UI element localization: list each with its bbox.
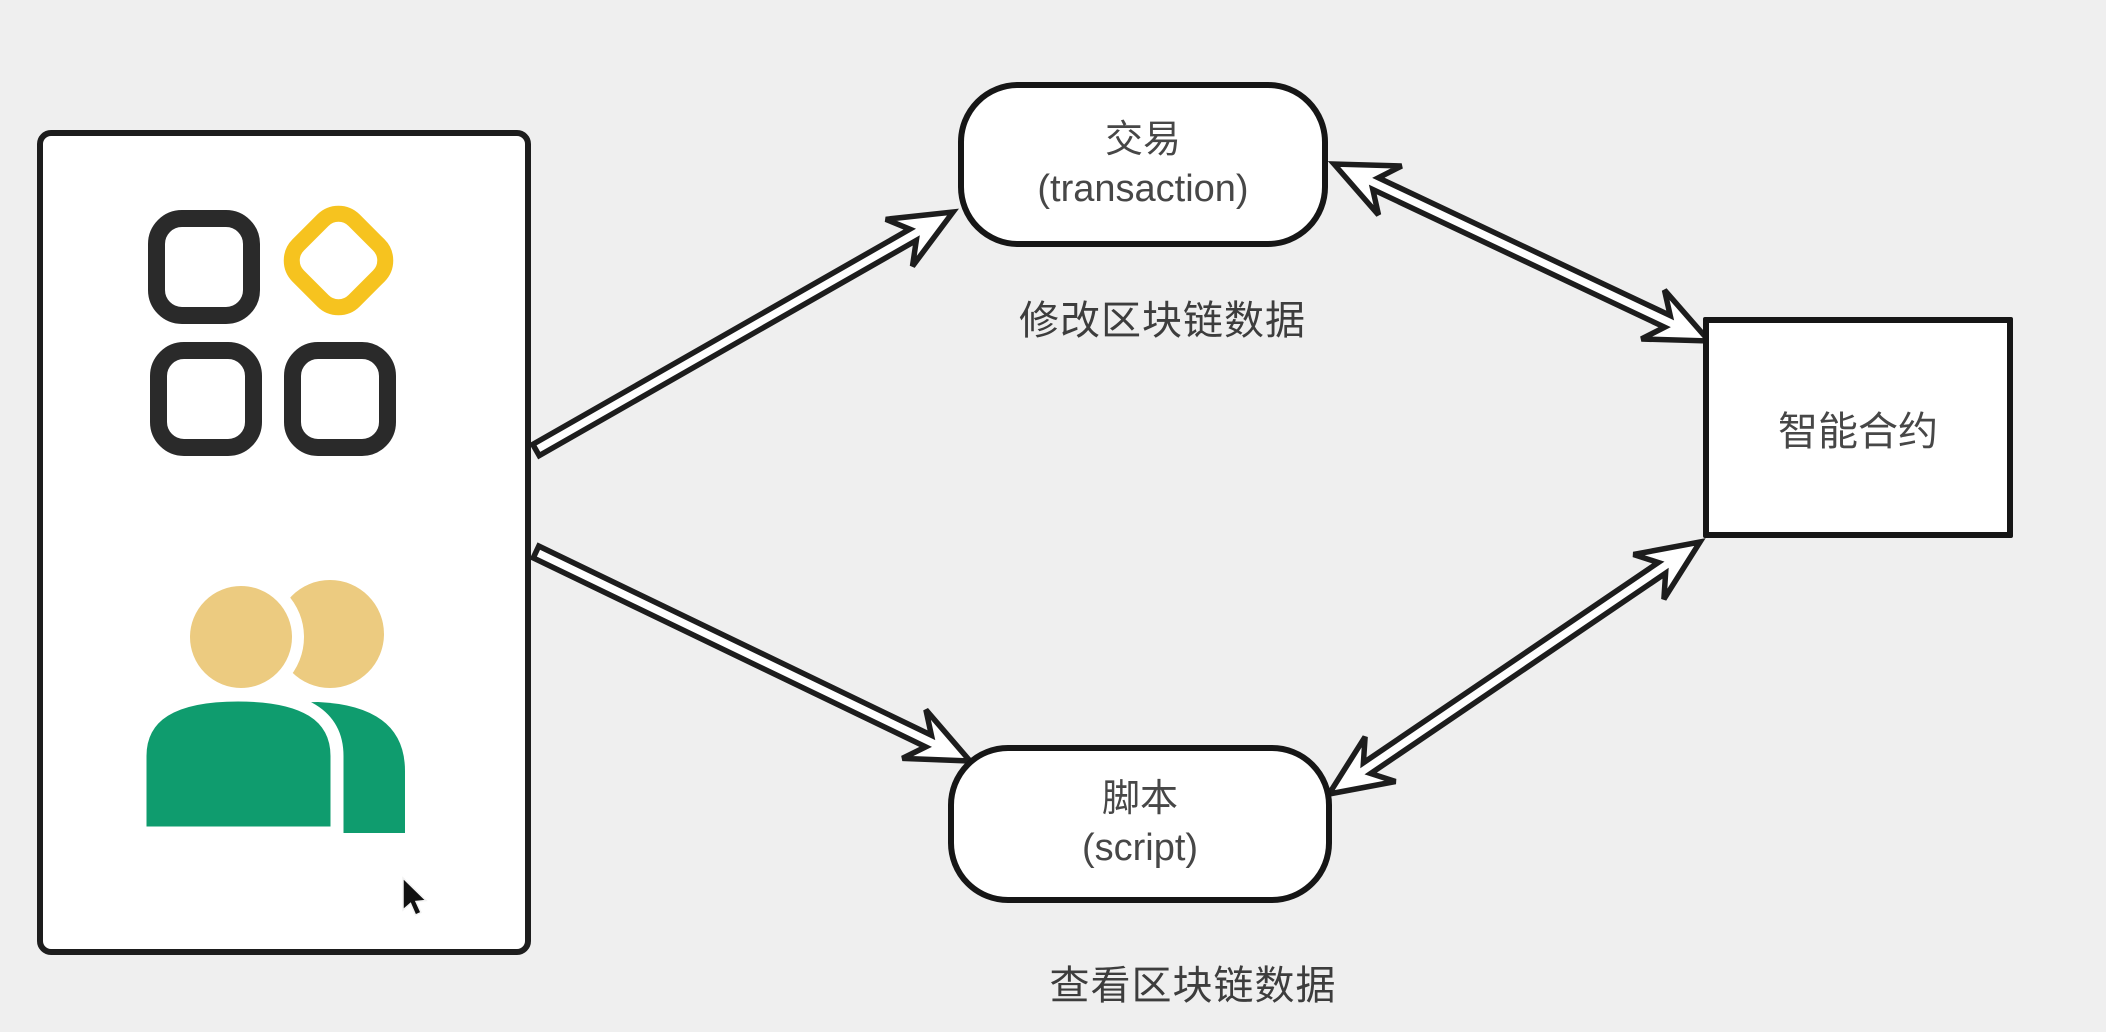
app-square-icon <box>150 342 262 456</box>
node-transaction: 交易 (transaction) <box>958 82 1328 247</box>
arrow-users-to-transaction <box>529 208 959 460</box>
mouse-cursor-icon <box>402 876 428 916</box>
node-transaction-subtitle: (transaction) <box>1037 167 1249 210</box>
node-script: 脚本 (script) <box>948 745 1332 903</box>
node-smart-contract: 智能合约 <box>1703 317 2013 538</box>
app-square-icon <box>284 342 396 456</box>
front-user-head <box>178 574 304 700</box>
front-user-body <box>133 688 344 840</box>
arrow-transaction-contract <box>1327 161 1716 344</box>
users-panel <box>37 130 531 955</box>
arrow-users-to-script <box>529 542 977 764</box>
arrow-script-contract <box>1323 538 1706 798</box>
node-smart-contract-label: 智能合约 <box>1778 409 1938 454</box>
node-script-subtitle: (script) <box>1081 827 1199 869</box>
caption-view-blockchain-data: 查看区块链数据 <box>1049 964 1337 1008</box>
node-transaction-title: 交易 <box>1104 118 1181 161</box>
users-icon <box>133 574 405 840</box>
back-user-head <box>276 580 384 688</box>
node-script-title: 脚本 <box>1101 778 1178 820</box>
app-square-icon <box>148 210 260 324</box>
app-diamond-icon <box>271 193 406 328</box>
caption-modify-blockchain-data: 修改区块链数据 <box>1019 299 1306 343</box>
